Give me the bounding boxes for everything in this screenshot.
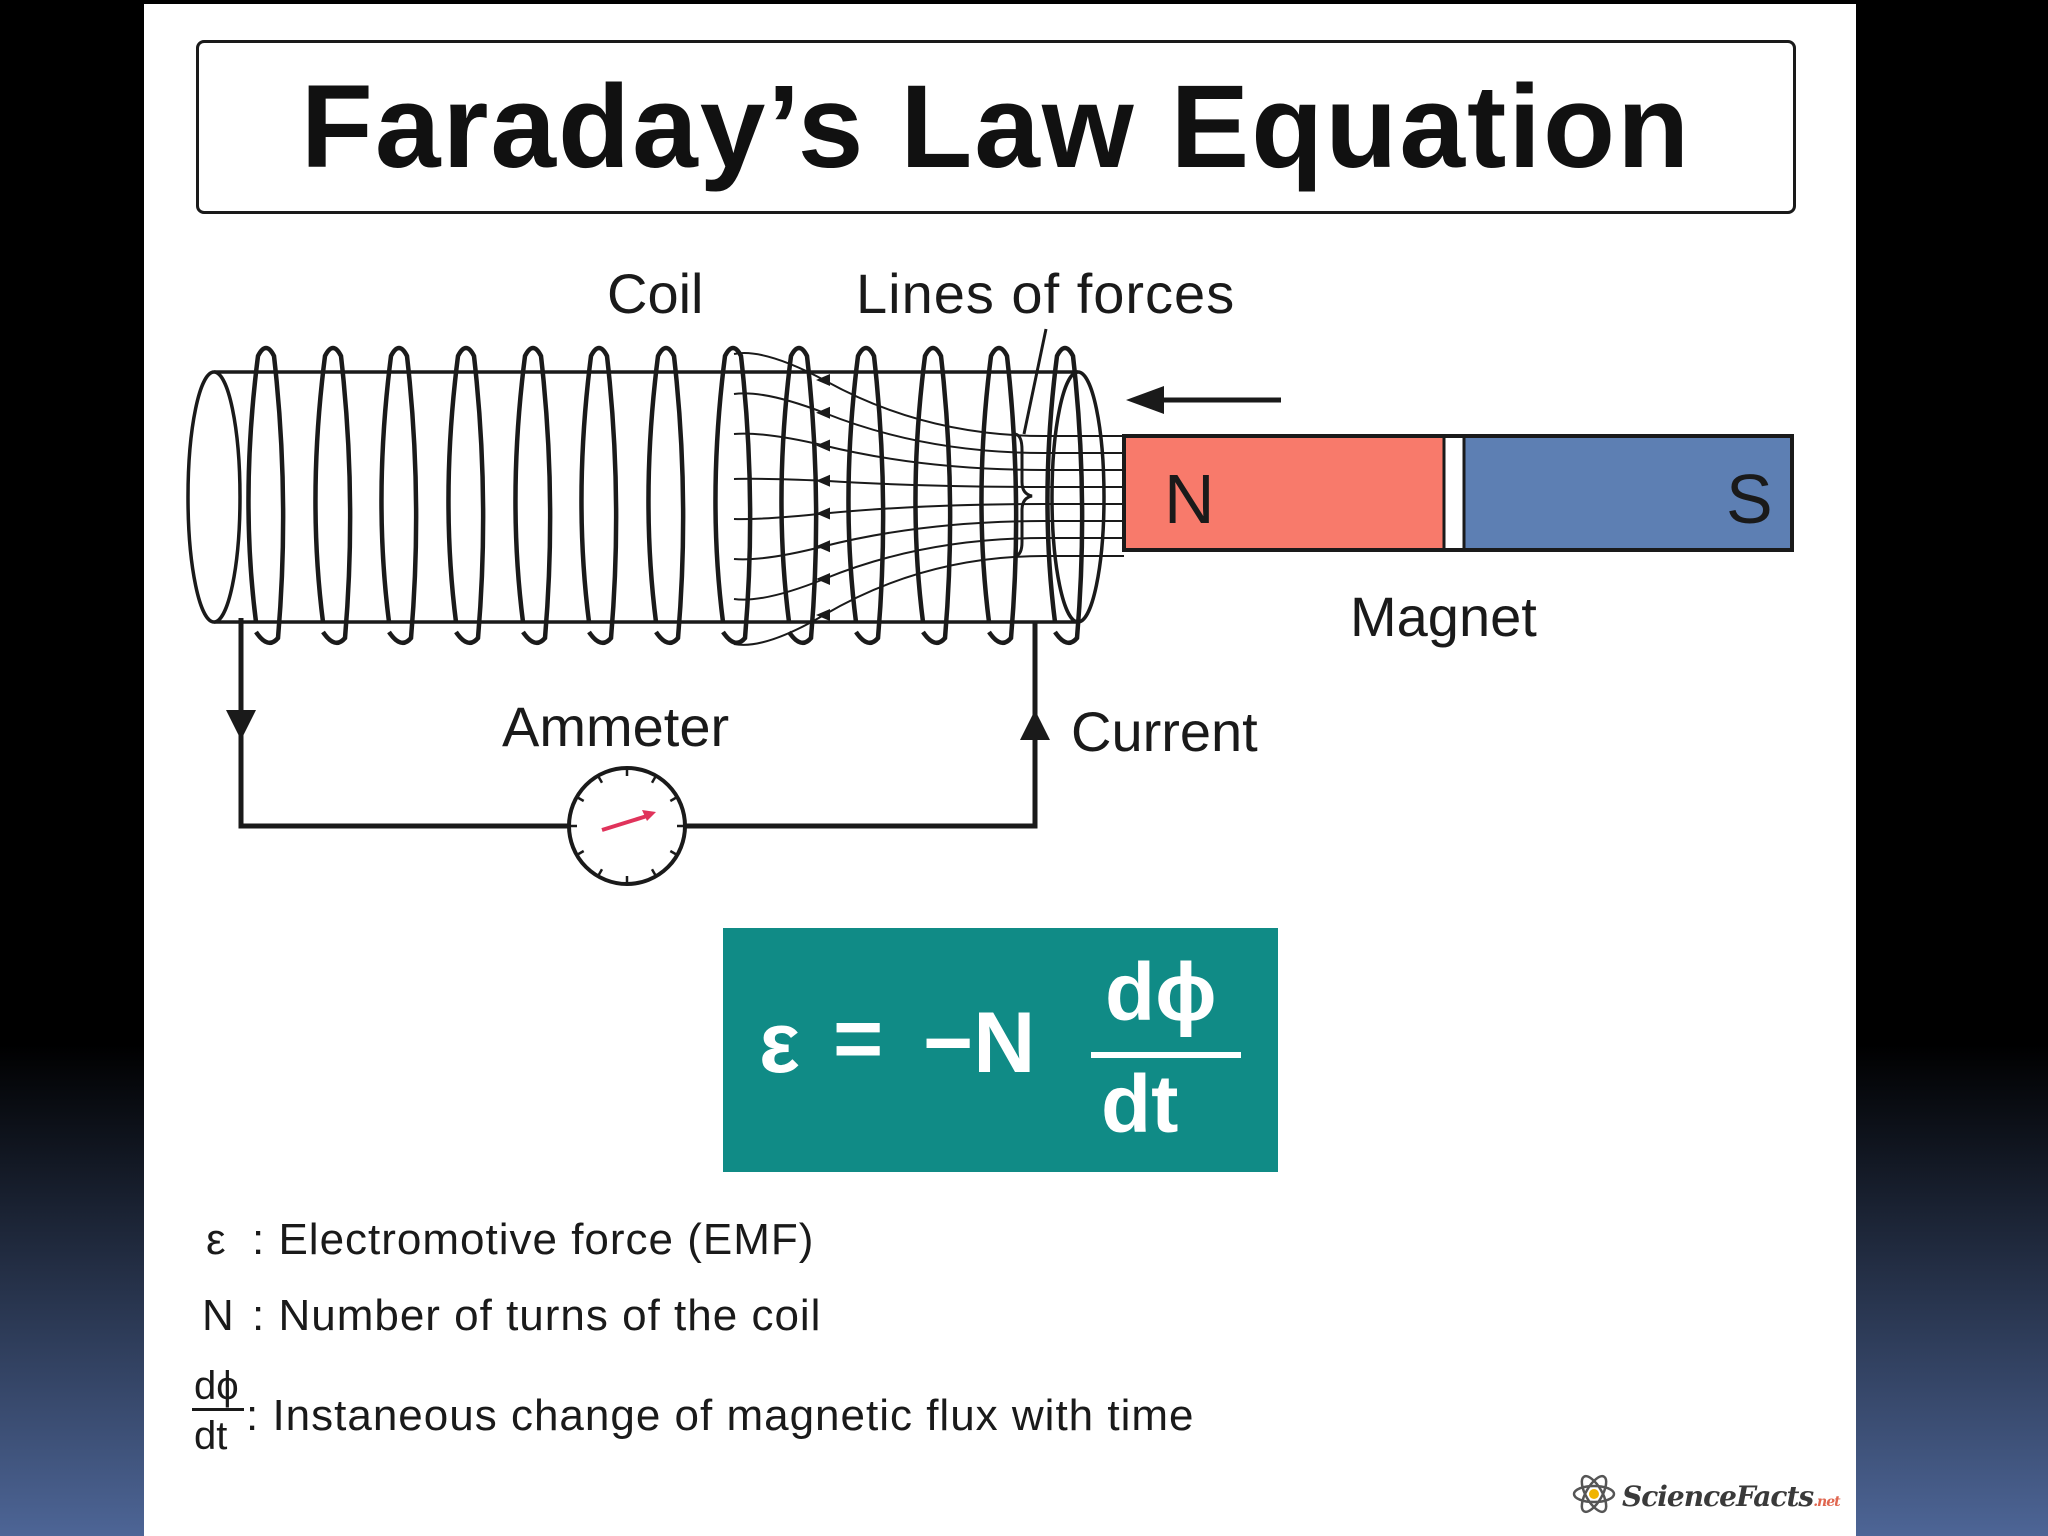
force-line-arrowhead: [816, 573, 830, 585]
legend-fraction-bar: [192, 1408, 244, 1411]
legend-desc-flux: : Instaneous change of magnetic flux wit…: [246, 1391, 1195, 1440]
force-line-arrowhead: [816, 507, 830, 520]
ammeter-tick: [576, 795, 585, 803]
force-line: [733, 503, 1124, 521]
force-line: [733, 555, 1124, 646]
north-pole-label: N: [1164, 460, 1215, 538]
fraction-bar: [1091, 1052, 1241, 1058]
force-line-arrowhead: [816, 374, 830, 386]
force-line: [733, 477, 1124, 488]
coil-turn: [246, 345, 286, 646]
coil-turn: [446, 345, 486, 646]
ammeter-tick: [596, 868, 604, 877]
page-title: Faraday’s Law Equation: [300, 61, 1692, 193]
force-lines-brace: [1013, 432, 1033, 558]
ammeter-tick: [650, 775, 658, 784]
south-pole-label: S: [1726, 460, 1773, 538]
force-line-arrowhead: [816, 609, 830, 621]
ammeter-label: Ammeter: [502, 695, 730, 758]
force-line: [733, 537, 1124, 601]
coil-turn: [913, 345, 953, 646]
force-line-arrowhead: [816, 474, 830, 487]
coil-turn: [313, 345, 353, 646]
force-lines-pointer: [1022, 328, 1048, 435]
force-line: [733, 520, 1124, 561]
legend-symbol-n: N: [202, 1291, 234, 1340]
emf-symbol: ε: [759, 995, 800, 1091]
coil-turn: [713, 345, 753, 646]
current-arrow-up: [1020, 710, 1050, 740]
coil-turn: [513, 345, 553, 646]
equals-sign: =: [833, 991, 884, 1087]
diagram-card: Faraday’s Law Equation: [144, 4, 1856, 1536]
magnet-label: Magnet: [1350, 585, 1537, 648]
ammeter-tick: [669, 849, 678, 857]
coil-turn: [579, 345, 619, 646]
bar-magnet: [1122, 434, 1794, 552]
equation-box: ε = −N dϕ dt: [723, 928, 1278, 1172]
lines-of-force: [733, 352, 1124, 646]
force-line-arrowhead: [816, 406, 830, 419]
legend-desc-emf: : Electromotive force (EMF): [252, 1215, 815, 1264]
coil-tube: [186, 370, 1106, 624]
ammeter-tick: [650, 868, 658, 877]
legend-symbol-emf: ε: [206, 1215, 226, 1264]
force-line-arrowhead: [816, 439, 830, 452]
time-denominator: dt: [1101, 1059, 1179, 1150]
coil-turn: [1045, 345, 1085, 646]
current-label: Current: [1071, 700, 1258, 763]
ammeter-tick: [576, 849, 585, 857]
lines-of-forces-label: Lines of forces: [856, 262, 1236, 325]
logo-suffix: .net: [1813, 1494, 1840, 1510]
ammeter-tick: [669, 795, 678, 803]
coil-turns: [246, 345, 1085, 646]
faraday-diagram: [186, 328, 1794, 886]
atom-icon: [1572, 1474, 1616, 1514]
force-line: [733, 392, 1124, 454]
ammeter-tick: [596, 775, 604, 784]
force-line-arrowhead: [816, 540, 830, 553]
coil-turn: [646, 345, 686, 646]
coil-turn: [846, 345, 886, 646]
coil-turn: [379, 345, 419, 646]
minus-n-term: −N: [923, 995, 1036, 1091]
force-line: [733, 352, 1124, 437]
logo-text: ScienceFacts.net: [1622, 1480, 1841, 1513]
circuit-wire: [238, 618, 1038, 829]
coil-turn: [779, 345, 819, 646]
title-box: Faraday’s Law Equation: [196, 40, 1796, 214]
legend-symbol-flux-denominator: dt: [194, 1414, 228, 1458]
coil-turn: [979, 345, 1019, 646]
current-arrow-down: [226, 710, 256, 740]
legend-desc-n: : Number of turns of the coil: [252, 1291, 822, 1340]
legend-symbol-flux-numerator: dϕ: [194, 1364, 239, 1408]
motion-arrow: [1126, 386, 1281, 414]
flux-numerator: dϕ: [1105, 947, 1217, 1038]
coil-label: Coil: [607, 262, 704, 325]
ammeter-needle: [601, 814, 648, 832]
ammeter-icon: [567, 766, 687, 886]
force-line: [733, 432, 1124, 471]
